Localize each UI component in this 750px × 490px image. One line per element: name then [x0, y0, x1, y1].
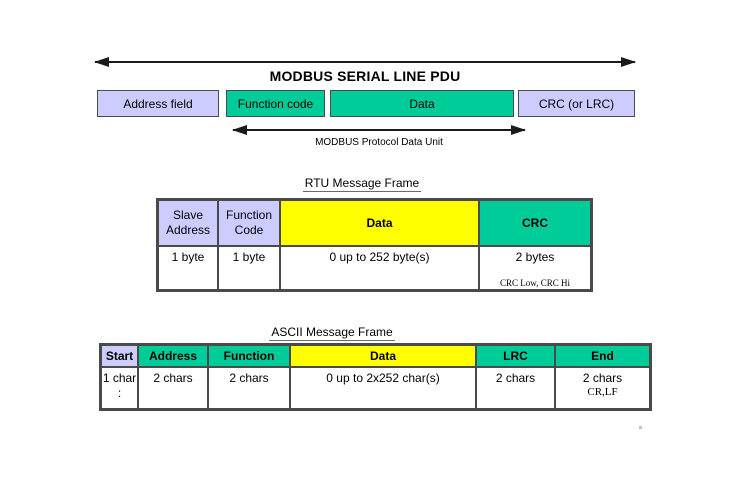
- ascii-cell-end: 2 chars CR,LF: [555, 367, 650, 409]
- ascii-frame-title: ASCII Message Frame: [99, 325, 565, 341]
- rtu-cell-crc-size: 2 bytes: [515, 250, 555, 264]
- ascii-header-end: End: [555, 345, 650, 367]
- ascii-header-function: Function: [208, 345, 290, 367]
- stray-pixel-artifact: [639, 426, 642, 429]
- protocol-data-unit-label: MODBUS Protocol Data Unit: [315, 137, 443, 148]
- rtu-cell-data: 0 up to 252 byte(s): [280, 246, 479, 290]
- ascii-cell-data: 0 up to 2x252 char(s): [290, 367, 476, 409]
- arrowhead-left-icon: [94, 57, 109, 67]
- arrowhead-left-icon: [232, 125, 247, 135]
- rtu-header-function-code: Function Code: [218, 200, 280, 246]
- pdu-box-data: Data: [330, 90, 514, 117]
- ascii-cell-lrc: 2 chars: [476, 367, 555, 409]
- rtu-crc-note: CRC Low, CRC Hi: [500, 278, 570, 288]
- rtu-header-slave-address: Slave Address: [158, 200, 218, 246]
- rtu-cell-crc: 2 bytes CRC Low, CRC Hi: [479, 246, 591, 290]
- rtu-header-row: Slave Address Function Code Data CRC: [158, 200, 591, 246]
- serial-pdu-extent-arrow: [94, 57, 636, 67]
- pdu-box-function-code: Function code: [226, 90, 325, 117]
- ascii-body-row: 1 char : 2 chars 2 chars 0 up to 2x252 c…: [101, 367, 650, 409]
- rtu-frame-title: RTU Message Frame: [156, 176, 568, 192]
- rtu-header-data: Data: [280, 200, 479, 246]
- ascii-end-note: CR,LF: [587, 386, 618, 398]
- ascii-cell-start-size: 1 char: [102, 371, 137, 385]
- ascii-frame-title-text: ASCII Message Frame: [269, 325, 395, 341]
- rtu-frame-table: Slave Address Function Code Data CRC 1 b…: [156, 198, 593, 292]
- ascii-header-start: Start: [101, 345, 138, 367]
- rtu-cell-function-code: 1 byte: [218, 246, 280, 290]
- rtu-header-crc: CRC: [479, 200, 591, 246]
- ascii-start-note: :: [117, 386, 122, 400]
- arrowhead-right-icon: [621, 57, 636, 67]
- rtu-frame-title-text: RTU Message Frame: [302, 176, 422, 192]
- ascii-cell-address: 2 chars: [138, 367, 208, 409]
- rtu-body-row: 1 byte 1 byte 0 up to 252 byte(s) 2 byte…: [158, 246, 591, 290]
- ascii-cell-end-size: 2 chars: [582, 371, 623, 385]
- ascii-header-lrc: LRC: [476, 345, 555, 367]
- ascii-cell-start: 1 char :: [101, 367, 138, 409]
- serial-pdu-title: MODBUS SERIAL LINE PDU: [269, 68, 461, 84]
- pdu-box-address-field: Address field: [97, 90, 219, 117]
- pdu-box-crc: CRC (or LRC): [518, 90, 635, 117]
- protocol-data-unit-arrow: [232, 125, 526, 135]
- ascii-cell-function: 2 chars: [208, 367, 290, 409]
- ascii-frame-table: Start Address Function Data LRC End 1 ch…: [99, 343, 652, 411]
- ascii-header-row: Start Address Function Data LRC End: [101, 345, 650, 367]
- ascii-header-address: Address: [138, 345, 208, 367]
- rtu-cell-slave-address: 1 byte: [158, 246, 218, 290]
- ascii-header-data: Data: [290, 345, 476, 367]
- arrowhead-right-icon: [511, 125, 526, 135]
